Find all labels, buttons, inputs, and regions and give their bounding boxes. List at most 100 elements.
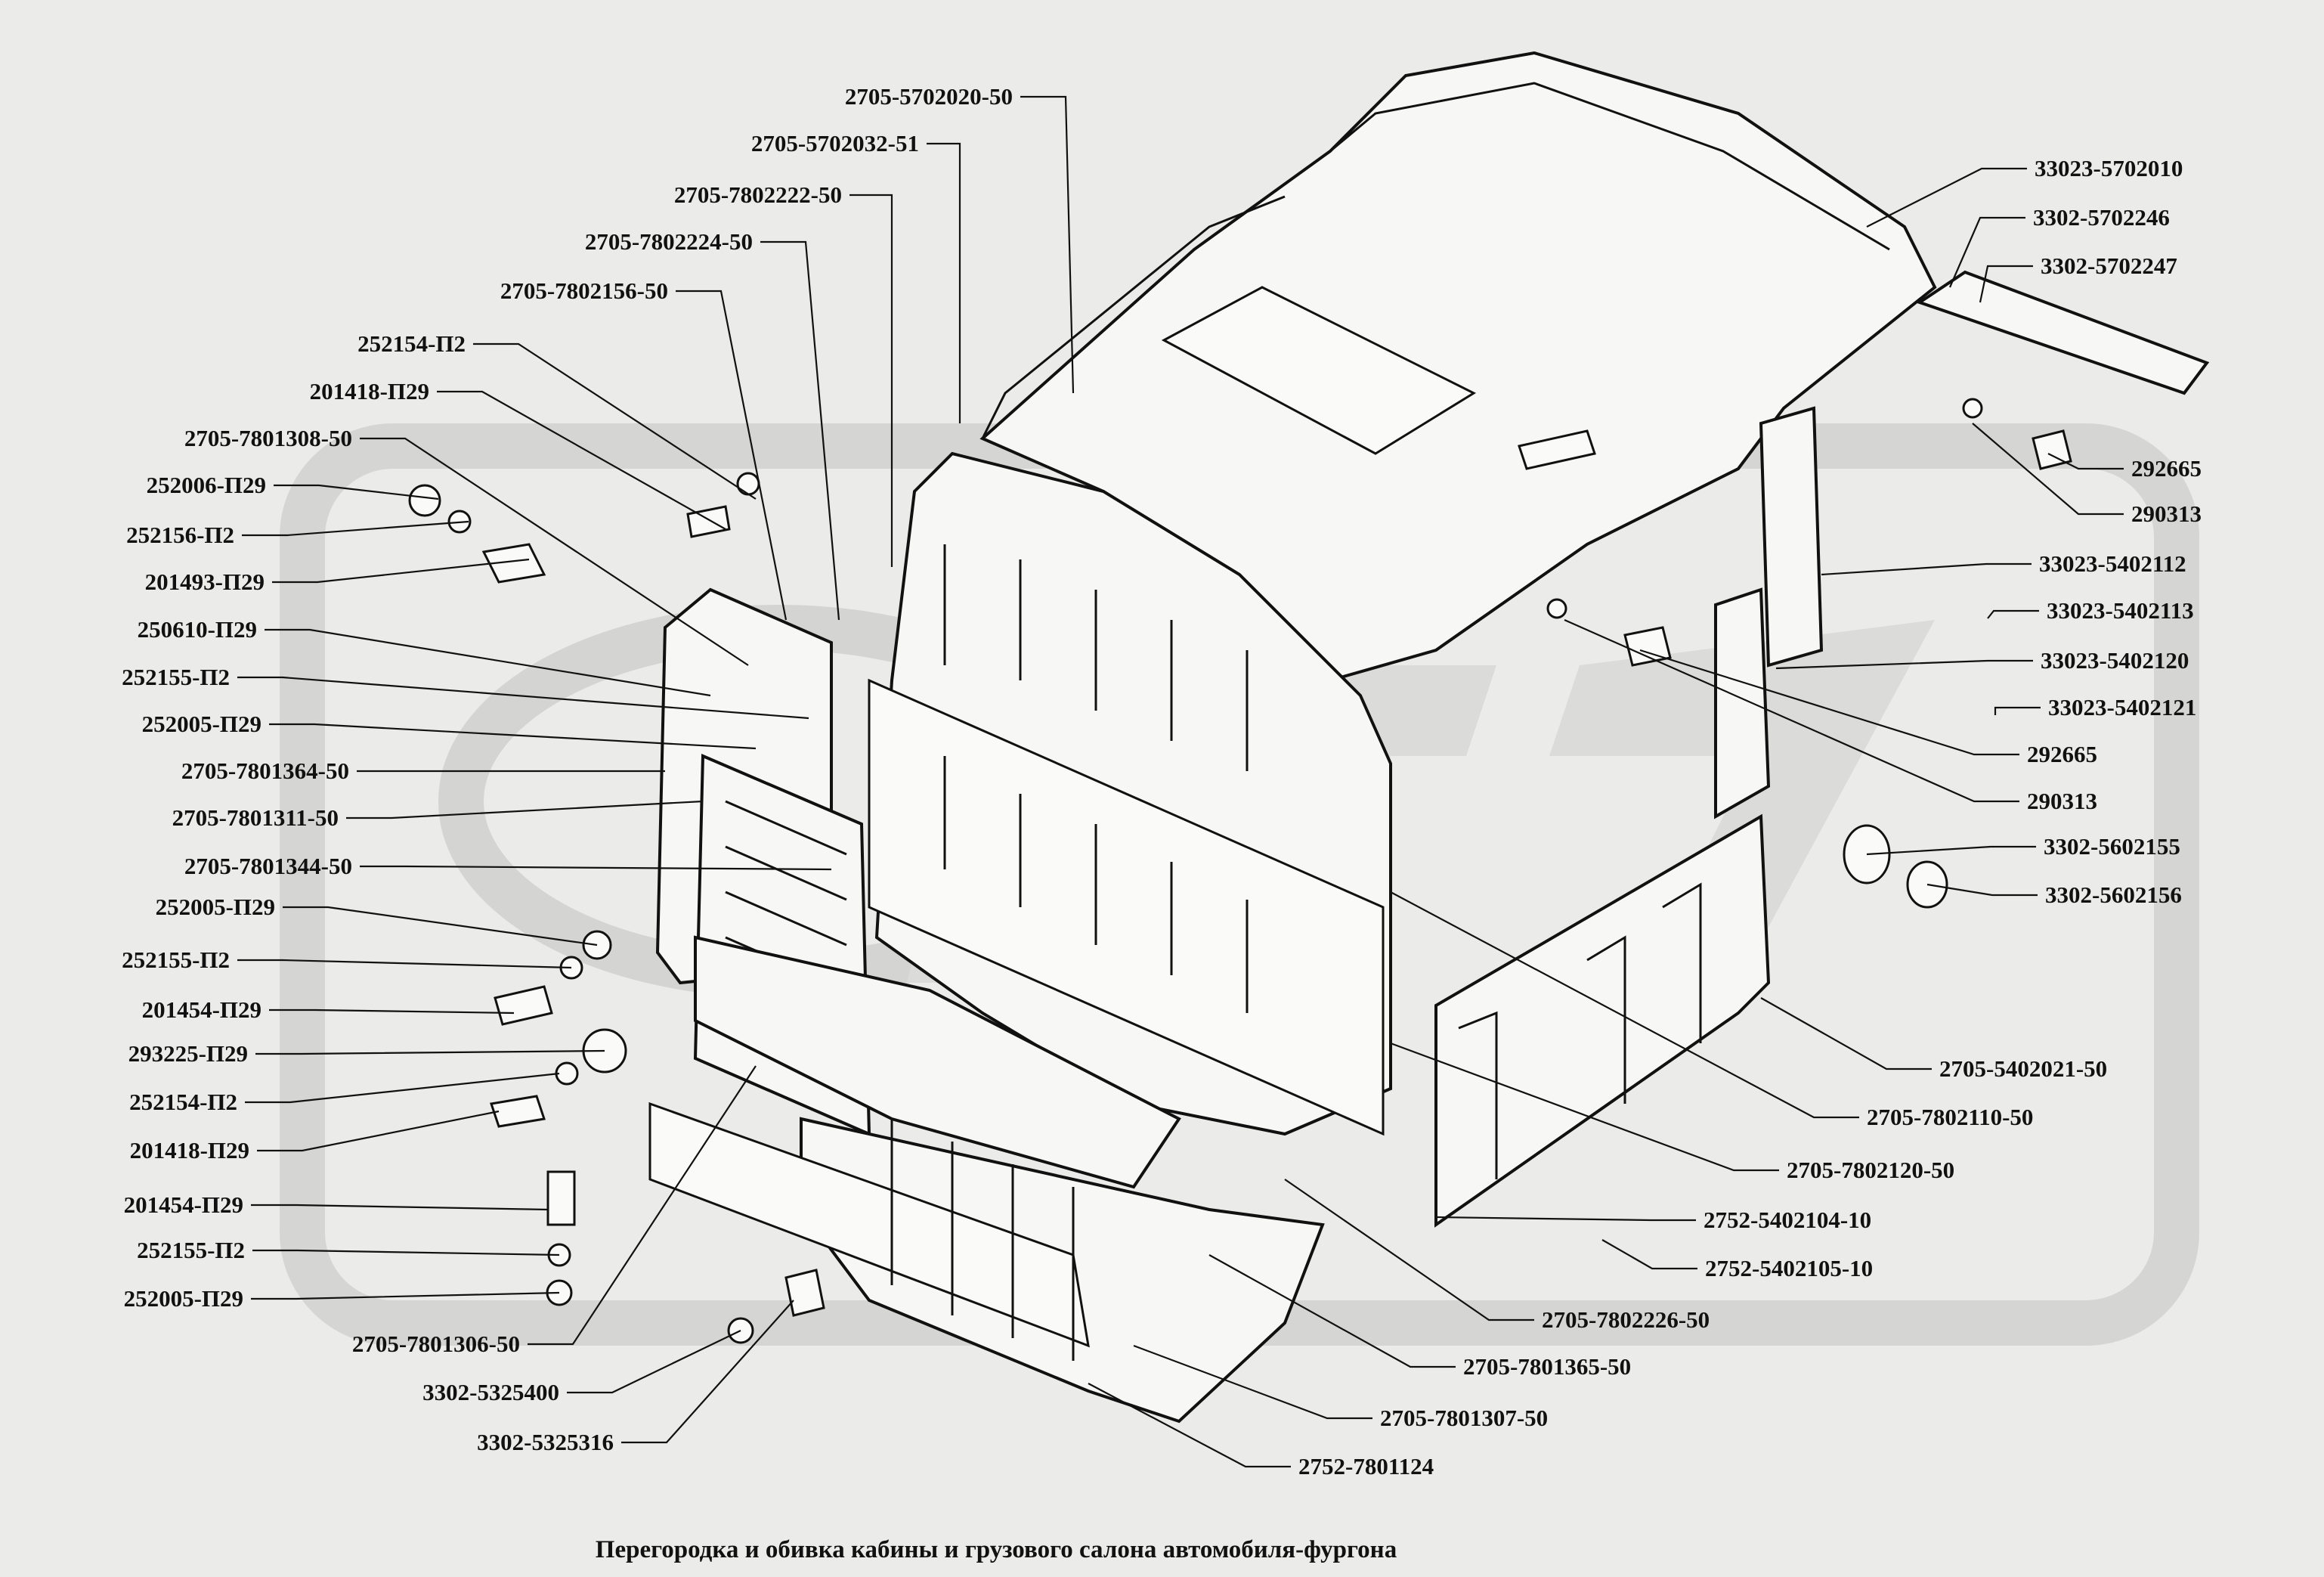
part-label-l33: 292665 [2131,455,2202,482]
roof-panel [979,51,1937,683]
part-label-l2: 2705-5702032-51 [751,130,919,156]
part-label-l25: 252155-П2 [137,1237,245,1263]
part-label-l39: 292665 [2027,741,2097,767]
part-label-l45: 2705-7802120-50 [1787,1157,1954,1183]
leader-line-l37 [1775,659,2033,670]
part-label-l1: 2705-5702020-50 [845,83,1013,110]
leader-line-l50 [1133,1344,1372,1420]
part-label-l12: 250610-П29 [138,616,257,643]
leader-line-l28 [567,1330,741,1394]
leader-line-l14 [269,723,757,750]
part-label-l11: 201493-П29 [145,569,265,595]
leader-line-l22 [245,1072,560,1104]
leader-line-l19 [237,959,572,969]
part-label-l29: 3302-5325316 [477,1429,614,1455]
part-label-l38: 33023-5402121 [2048,694,2196,720]
leader-line-l18 [283,906,598,947]
diagram-caption: Перегородка и обивка кабины и грузового … [596,1536,1397,1563]
leader-line-l48 [1284,1179,1534,1321]
part-label-l4: 2705-7802224-50 [585,228,753,255]
leader-line-l20 [269,1008,515,1015]
leader-line-l32 [1979,265,2033,303]
part-labels: 2705-5702020-50 2705-5702032-51 2705-78022… [122,83,2202,1479]
leader-line-l6 [473,342,757,500]
part-label-l27: 2705-7801306-50 [352,1331,520,1357]
part-label-l43: 2705-5402021-50 [1939,1055,2107,1082]
part-label-l47: 2752-5402105-10 [1705,1255,1873,1281]
leader-line-l7 [437,390,726,530]
part-label-l5: 2705-7802156-50 [500,277,668,304]
part-label-l16: 2705-7801311-50 [172,804,339,831]
part-label-l3: 2705-7802222-50 [674,181,842,208]
right-pillar [1714,270,2210,819]
leader-line-l38 [1994,706,2041,715]
part-label-l18: 252005-П29 [156,894,275,920]
part-label-l30: 33023-5702010 [2035,155,2183,181]
part-label-l20: 201454-П29 [142,996,261,1023]
leader-line-l12 [265,628,711,697]
part-label-l44: 2705-7802110-50 [1867,1104,2033,1130]
part-label-l36: 33023-5402113 [2047,597,2194,624]
leader-line-l36 [1987,609,2039,619]
leader-line-l21 [255,1049,605,1055]
leader-line-l1 [1020,95,1075,394]
part-label-l10: 252156-П2 [126,522,234,548]
part-label-l48: 2705-7802226-50 [1542,1306,1710,1333]
leader-line-l8 [360,437,749,666]
leader-line-l34 [1972,423,2124,516]
leader-line-l33 [2047,453,2124,470]
part-label-l40: 290313 [2027,788,2097,814]
leader-line-l51 [1088,1383,1291,1468]
part-label-l32: 3302-5702247 [2041,253,2177,279]
part-label-l8: 2705-7801308-50 [184,425,352,451]
leader-line-l3 [849,194,893,567]
leader-line-l30 [1866,167,2027,228]
leader-line-l42 [1926,883,2038,897]
leader-line-l31 [1948,216,2025,288]
floor-panels [648,935,1325,1424]
part-label-l9: 252006-П29 [147,472,266,498]
part-label-l42: 3302-5602156 [2045,881,2182,908]
leader-line-l46 [1435,1216,1696,1222]
leader-line-l39 [1639,649,2019,756]
part-label-l35: 33023-5402112 [2039,550,2186,577]
part-label-l34: 290313 [2131,500,2202,527]
part-label-l26: 252005-П29 [124,1285,243,1312]
leader-line-l43 [1760,997,1932,1070]
part-label-l24: 201454-П29 [124,1191,243,1218]
leader-line-l4 [760,240,840,621]
part-label-l19: 252155-П2 [122,947,230,973]
part-label-l6: 252154-П2 [357,330,466,357]
part-label-l7: 201418-П29 [310,378,429,404]
leader-line-l9 [274,484,439,500]
leader-line-l13 [237,676,809,720]
part-label-l14: 252005-П29 [142,711,261,737]
leader-line-l2 [927,142,961,423]
leader-line-l26 [251,1291,560,1300]
part-label-l22: 252154-П2 [129,1089,237,1115]
leader-line-l44 [1390,891,1859,1119]
leader-line-l17 [360,865,832,871]
leader-line-l25 [252,1249,560,1256]
leader-line-l10 [242,520,469,537]
leader-line-l5 [676,290,788,621]
leader-line-l23 [257,1110,500,1152]
part-label-l31: 3302-5702246 [2033,204,2170,231]
leader-line-l16 [346,800,704,819]
leader-line-l40 [1564,618,2019,803]
part-label-l46: 2752-5402104-10 [1704,1207,1871,1233]
part-label-l37: 33023-5402120 [2041,647,2189,674]
part-label-l41: 3302-5602155 [2044,833,2180,860]
part-label-l28: 3302-5325400 [422,1379,559,1405]
leader-line-l27 [528,1065,757,1346]
part-label-l50: 2705-7801307-50 [1380,1405,1548,1431]
part-label-l51: 2752-7801124 [1298,1453,1434,1479]
part-label-l21: 293225-П29 [128,1040,248,1067]
leader-line-l35 [1821,562,2032,576]
part-label-l17: 2705-7801344-50 [184,853,352,879]
part-label-l15: 2705-7801364-50 [181,758,349,784]
leader-line-l41 [1866,845,2036,856]
leader-line-l47 [1601,1239,1697,1270]
